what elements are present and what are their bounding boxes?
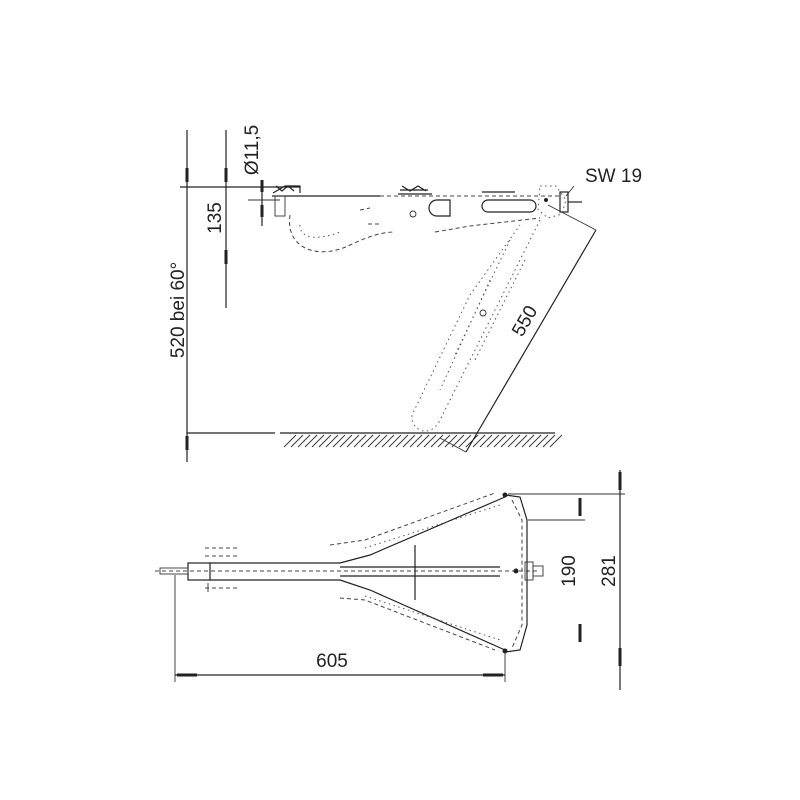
dimension-width-190: 190 bbox=[528, 498, 585, 642]
ground-hatch-line bbox=[318, 434, 332, 448]
ground-hatch-line bbox=[283, 434, 297, 448]
dimension-length-605: 605 bbox=[174, 575, 506, 682]
ground-hatch-line bbox=[332, 434, 346, 448]
dimension-height-520: 520 bei 60° bbox=[168, 130, 300, 462]
ground-hatch-line bbox=[514, 434, 528, 448]
ground-hatch-line bbox=[507, 434, 521, 448]
dim-length-label: 605 bbox=[316, 651, 348, 672]
ground-hatch-line bbox=[388, 434, 402, 448]
dimension-leg-550: 550 bbox=[439, 204, 597, 453]
ground-hatch-line bbox=[458, 434, 472, 448]
ground-hatch-line bbox=[430, 434, 444, 448]
ground-hatch-line bbox=[472, 434, 486, 448]
jack-frame-top bbox=[329, 492, 544, 654]
ground-hatch-line bbox=[444, 434, 458, 448]
ground-hatch-line bbox=[381, 434, 395, 448]
ground-hatch-line bbox=[367, 434, 381, 448]
ground-hatch-line bbox=[486, 434, 500, 448]
ground-hatch-line bbox=[311, 434, 325, 448]
ground-hatch-line bbox=[535, 434, 549, 448]
ground-hatch-line bbox=[416, 434, 430, 448]
dim-height-label: 520 bei 60° bbox=[168, 262, 189, 358]
ground-hatch-line bbox=[465, 434, 479, 448]
top-view: 605 190 281 bbox=[155, 470, 625, 690]
jack-shaft-top bbox=[159, 547, 500, 592]
dim-leg-label: 550 bbox=[508, 302, 542, 340]
ground-hatch-line bbox=[528, 434, 542, 448]
dimension-width-281: 281 bbox=[508, 470, 625, 690]
ground-hatch-line bbox=[297, 434, 311, 448]
ground-hatch-line bbox=[423, 434, 437, 448]
ground-hatch-line bbox=[339, 434, 353, 448]
dim-hole-label: Ø11,5 bbox=[242, 125, 263, 175]
jack-body-side: SW 19 bbox=[272, 166, 642, 253]
dim-inner-width-label: 190 bbox=[559, 555, 580, 587]
dim-offset-label: 135 bbox=[205, 202, 226, 234]
dim-wrench-label: SW 19 bbox=[585, 166, 642, 187]
ground-hatch-line bbox=[500, 434, 514, 448]
dim-outer-width-label: 281 bbox=[599, 555, 620, 587]
side-view: 520 bei 60° 135 Ø11,5 bbox=[168, 125, 642, 462]
ground-hatch-line bbox=[360, 434, 374, 448]
ground-hatch-line bbox=[304, 434, 318, 448]
ground-hatch-line bbox=[549, 434, 563, 448]
dimension-offset-135: 135 bbox=[205, 130, 228, 308]
ground-hatch-line bbox=[479, 434, 493, 448]
ground-hatch-line bbox=[437, 434, 451, 448]
jack-leg-side bbox=[411, 219, 541, 432]
ground-hatch-line bbox=[353, 434, 367, 448]
dimension-hole: Ø11,5 bbox=[242, 125, 280, 226]
ground-hatch-line bbox=[521, 434, 535, 448]
ground-hatch-line bbox=[542, 434, 556, 448]
ground-hatch-line bbox=[493, 434, 507, 448]
ground-hatch-line bbox=[451, 434, 465, 448]
ground-hatch-line bbox=[402, 434, 416, 448]
ground-hatch-line bbox=[346, 434, 360, 448]
ground-hatch-line bbox=[290, 434, 304, 448]
ground-hatch-line bbox=[409, 434, 423, 448]
ground-hatch-line bbox=[374, 434, 388, 448]
ground-hatch-line bbox=[325, 434, 339, 448]
ground-hatch-line bbox=[395, 434, 409, 448]
ground-line bbox=[187, 432, 563, 448]
